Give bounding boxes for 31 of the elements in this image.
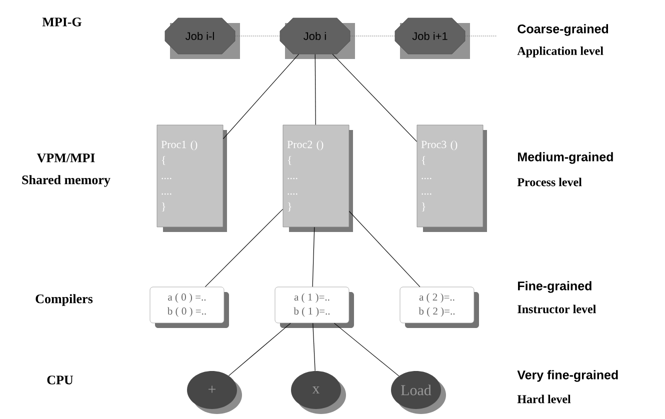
instruction-box: a ( 2 )=.. b ( 2 )=.. [400,286,479,328]
level-label: Process level [517,178,582,186]
instruction-box: a ( 0 ) =.. b ( 0 ) =.. [150,286,229,328]
level-label: MPI-G [42,18,82,26]
granularity-label: Coarse-grained [518,24,608,36]
granularity-label: Medium-grained [518,152,613,164]
level-label: Instructor level [518,304,596,314]
level-label: VPM/MPI [36,154,95,162]
level-label: Hard level [517,394,571,404]
granularity-label: Fine-grained [518,281,592,293]
job-octagon: Job i-l [164,18,240,59]
tree-line [314,54,316,126]
tree-line [312,226,315,288]
level-label: CPU [47,376,74,384]
level-label: Compilers [36,294,93,306]
tree-line [204,208,284,288]
level-label: Application level [517,46,604,58]
tree-line [332,54,418,142]
tree-line [334,322,400,376]
process-box: Proc1 () { .... .... } [156,124,227,232]
job-octagon: Job i [280,18,355,59]
job-octagon: Job i+1 [394,18,470,59]
tree-line [222,54,300,140]
tree-line [228,322,291,376]
tree-line [348,211,420,288]
level-label: Shared memory [22,175,110,187]
instruction-box: a ( 1 )=.. b ( 1 )=.. [274,286,354,328]
granularity-label: Very fine-grained [517,370,618,382]
process-box: Proc3 () { .... .... } [416,124,487,232]
tree-line [312,322,316,372]
process-box: Proc2 () { .... .... } [282,124,353,232]
